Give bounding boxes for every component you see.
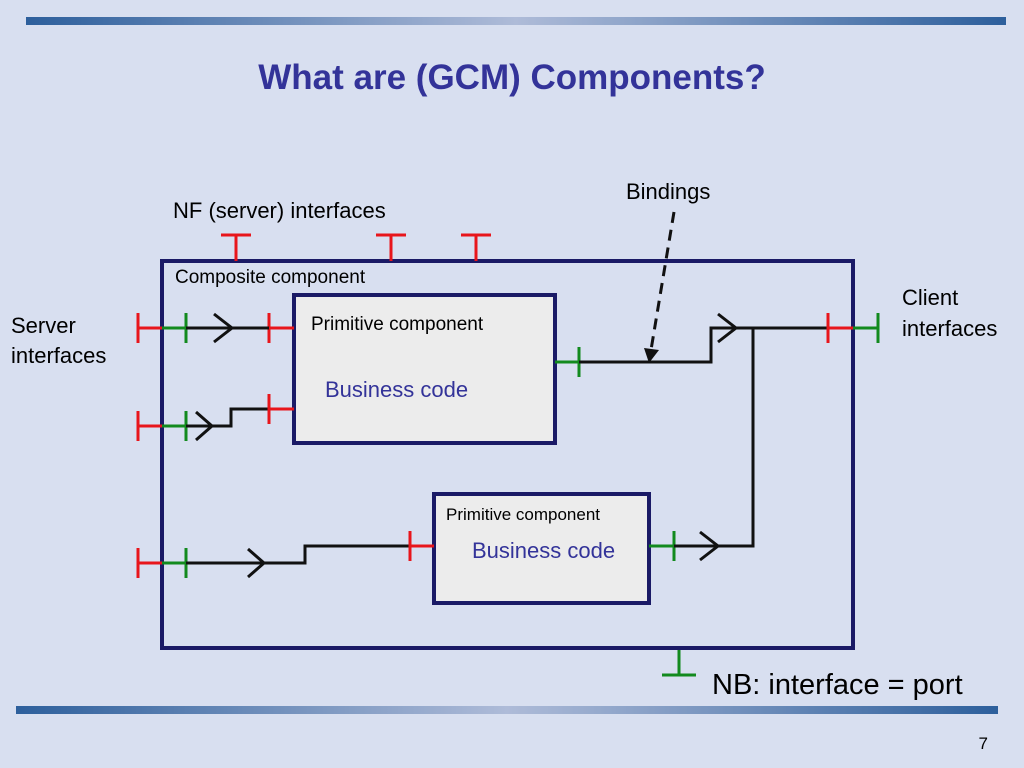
server-interfaces-label-line2: interfaces: [11, 343, 106, 368]
top-accent-bar: [26, 17, 1006, 25]
primitive-component-bottom-label: Primitive component: [446, 505, 600, 524]
bindings-pointer-arrow: [644, 211, 676, 363]
primitive-top-client-port: [555, 312, 828, 377]
server-interface-port-3: [136, 544, 410, 579]
page-number: 7: [978, 734, 988, 753]
primitive-component-bottom-business-code: Business code: [472, 538, 615, 563]
nf-port-top-2: [376, 233, 406, 261]
nf-port-top-3: [461, 233, 491, 261]
client-interfaces-label-line2: interfaces: [902, 316, 997, 341]
primitive-bottom-server-port: [408, 531, 434, 561]
composite-component-box: [160, 259, 855, 650]
nf-port-top-1: [221, 233, 251, 261]
primitive-component-bottom-box: [432, 492, 651, 605]
server-interface-port-1: [136, 312, 235, 344]
client-interface-port: [826, 313, 880, 343]
nf-server-interfaces-label: NF (server) interfaces: [173, 198, 386, 223]
server-interface-port-2: [136, 407, 269, 442]
primitive-component-top-box: [292, 293, 557, 445]
primitive-top-server-port-2: [267, 394, 294, 424]
nf-port-bottom: [662, 650, 696, 677]
server-interfaces-label-line1: Server: [11, 313, 76, 338]
composite-component-label: Composite component: [175, 267, 366, 288]
primitive-component-top-label: Primitive component: [311, 314, 484, 335]
primitive-bottom-client-port: [649, 328, 755, 562]
bindings-label: Bindings: [626, 179, 710, 204]
client-interfaces-label-line1: Client: [902, 285, 958, 310]
primitive-component-top-business-code: Business code: [325, 377, 468, 402]
primitive-top-server-port-1: [232, 313, 294, 343]
slide-title: What are (GCM) Components?: [258, 58, 766, 97]
interface-equals-port-note: NB: interface = port: [712, 669, 963, 701]
bottom-accent-bar: [16, 706, 998, 714]
